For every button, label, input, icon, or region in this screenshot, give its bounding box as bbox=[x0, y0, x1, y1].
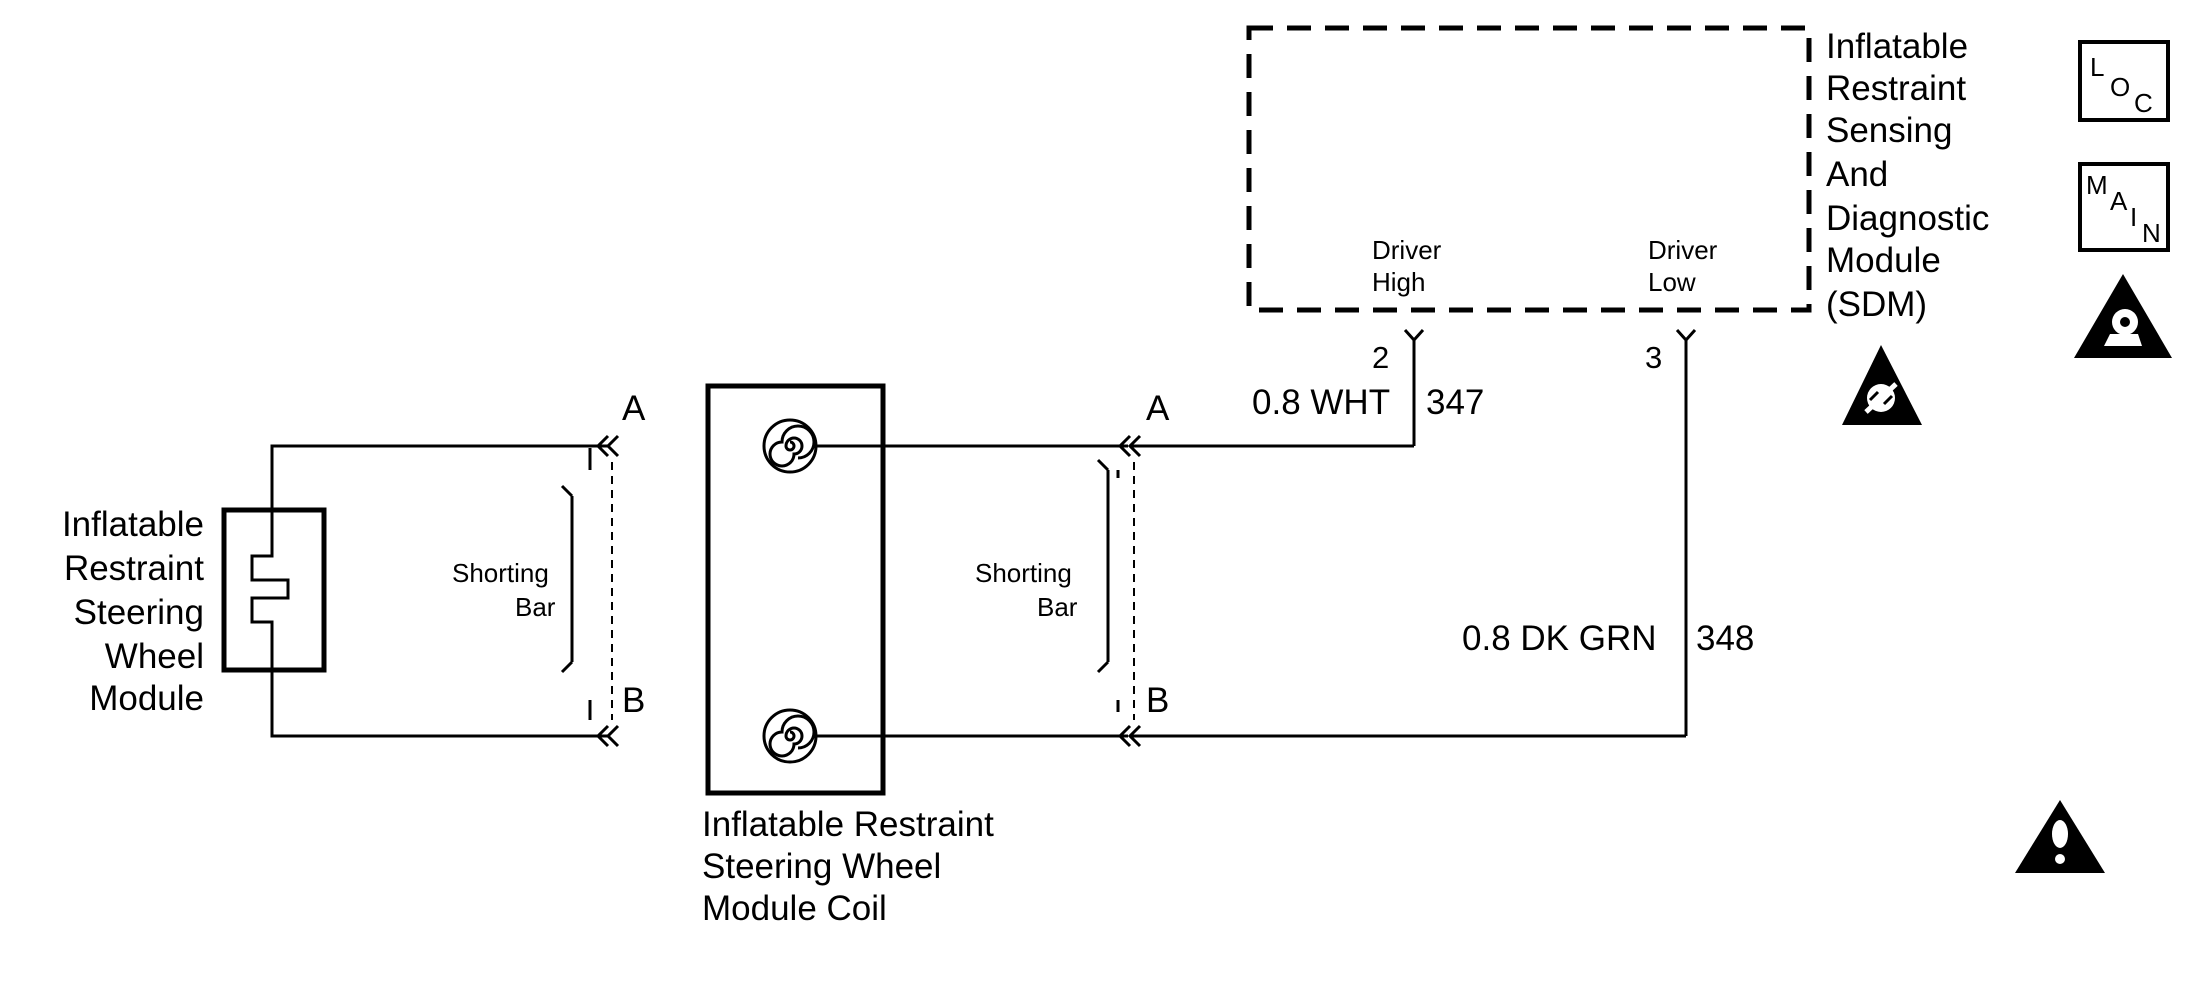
module-box bbox=[221, 507, 327, 673]
airbag-warning-icon bbox=[2074, 274, 2172, 358]
connector-terminal-a bbox=[595, 434, 620, 458]
coil-spiral-b bbox=[768, 714, 816, 758]
module-label-line: Steering bbox=[74, 593, 204, 632]
module-label-line: Inflatable bbox=[62, 505, 204, 544]
sdm-title-line: Restraint bbox=[1826, 69, 1966, 108]
connector-terminal-b bbox=[1117, 724, 1142, 748]
main-icon-letter: M bbox=[2086, 170, 2108, 200]
sdm-title-line: Diagnostic bbox=[1826, 199, 1989, 238]
deployment-loop-icon bbox=[250, 510, 290, 668]
loc-icon-letter: C bbox=[2134, 88, 2153, 118]
wire-b-to-module bbox=[270, 668, 608, 738]
wire-low-circuit: 348 bbox=[1696, 619, 1754, 658]
module-label-line: Restraint bbox=[64, 549, 204, 588]
wire-low-size-color: 0.8 DK GRN bbox=[1462, 619, 1657, 658]
pin-3-terminal bbox=[1675, 328, 1697, 736]
main-icon-letter: I bbox=[2130, 202, 2137, 232]
sdm-title-line: Sensing bbox=[1826, 111, 1952, 150]
shorting-bar-bracket bbox=[560, 484, 574, 674]
connector-terminal-a bbox=[1117, 434, 1142, 458]
sdm-module-box bbox=[1246, 25, 1812, 313]
pin-number-2: 2 bbox=[1372, 340, 1389, 375]
loc-icon-letter: O bbox=[2110, 72, 2130, 102]
esd-warning-icon bbox=[1842, 345, 1922, 425]
coil-spiral-a bbox=[762, 418, 818, 474]
sdm-title-line: (SDM) bbox=[1826, 285, 1927, 324]
shorting-bar-label: Shorting bbox=[452, 558, 549, 588]
loc-icon-letter: L bbox=[2090, 52, 2104, 82]
shorting-bar-bracket bbox=[1096, 458, 1110, 674]
sdm-title-line: Inflatable bbox=[1826, 27, 1968, 66]
connector-terminal-b bbox=[595, 724, 620, 748]
steering-wheel-module: Inflatable Restraint Steering Wheel Modu… bbox=[62, 505, 327, 718]
right-connector: A B Shorting Bar bbox=[975, 389, 1170, 748]
pin-2-terminal bbox=[1403, 328, 1425, 446]
wire-high-circuit: 347 bbox=[1426, 383, 1484, 422]
coil-spiral-a bbox=[768, 424, 816, 468]
loc-icon[interactable]: L O C bbox=[2078, 40, 2170, 122]
sdm-title: Inflatable Restraint Sensing And Diagnos… bbox=[1826, 27, 1989, 324]
module-label-line: Wheel bbox=[105, 637, 204, 676]
main-icon[interactable]: M A I N bbox=[2078, 162, 2170, 252]
caution-icon bbox=[2015, 800, 2105, 873]
driver-high-label: High bbox=[1372, 267, 1425, 297]
connector-cavity-b: B bbox=[1146, 681, 1169, 720]
module-coil: Inflatable Restraint Steering Wheel Modu… bbox=[702, 383, 994, 928]
driver-high-label: Driver bbox=[1372, 235, 1442, 265]
module-label-line: Module bbox=[89, 679, 204, 718]
wire-high-size-color: 0.8 WHT bbox=[1252, 383, 1390, 422]
sdm-title-line: Module bbox=[1826, 241, 1941, 280]
main-icon-letter: N bbox=[2142, 218, 2161, 248]
pin-number-3: 3 bbox=[1645, 340, 1662, 375]
coil-spiral-b bbox=[762, 708, 818, 764]
coil-label-line: Module Coil bbox=[702, 889, 887, 928]
left-connector: A B Shorting Bar bbox=[452, 389, 646, 748]
sdm-title-line: And bbox=[1826, 155, 1888, 194]
main-icon-letter: A bbox=[2110, 186, 2128, 216]
shorting-bar-label: Bar bbox=[1037, 592, 1078, 622]
wire-a-to-module bbox=[270, 444, 608, 510]
coil-housing bbox=[705, 383, 886, 796]
shorting-bar-label: Bar bbox=[515, 592, 556, 622]
coil-label-line: Inflatable Restraint bbox=[702, 805, 994, 844]
connector-cavity-a: A bbox=[622, 389, 646, 428]
driver-low-label: Driver bbox=[1648, 235, 1718, 265]
driver-low-label: Low bbox=[1648, 267, 1696, 297]
shorting-bar-label: Shorting bbox=[975, 558, 1072, 588]
coil-label-line: Steering Wheel bbox=[702, 847, 941, 886]
connector-cavity-a: A bbox=[1146, 389, 1170, 428]
connector-cavity-b: B bbox=[622, 681, 645, 720]
